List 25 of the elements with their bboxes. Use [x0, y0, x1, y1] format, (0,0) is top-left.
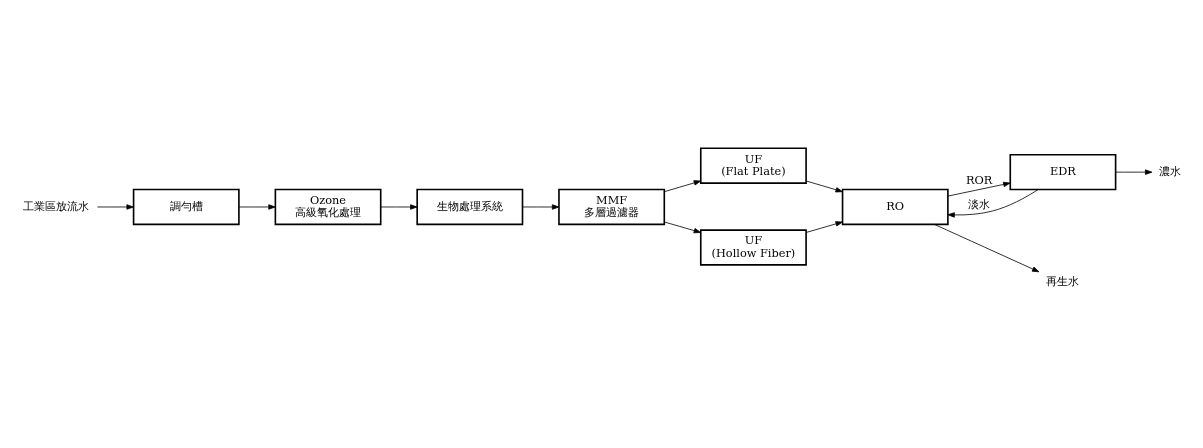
node-text: 工業區放流水 — [22, 198, 89, 213]
edge-label: 淡水 — [968, 196, 991, 211]
arrow — [96, 204, 134, 210]
arrow — [664, 180, 701, 192]
arrow — [522, 204, 560, 210]
arrow — [947, 181, 1011, 197]
node-text: 濃水 — [1159, 164, 1182, 179]
node-box: Ozone 高級氧化處理 — [274, 188, 382, 226]
arrow — [238, 204, 276, 210]
node-box: 生物處理系統 — [416, 188, 524, 226]
node-text: 再生水 — [1046, 274, 1080, 289]
arrow — [380, 204, 418, 210]
node-box: EDR — [1009, 153, 1117, 191]
arrow — [806, 180, 843, 193]
node-box: UF (Flat Plate) — [699, 147, 807, 184]
arrow — [1115, 169, 1153, 175]
node-box: UF (Hollow Fiber) — [699, 229, 807, 266]
node-box: MMF 多層過濾器 — [558, 188, 666, 226]
node-box: 調勻槽 — [132, 188, 240, 226]
arrow — [947, 189, 1039, 218]
arrow — [934, 224, 1040, 273]
arrow — [806, 221, 843, 233]
node-box: RO — [841, 188, 949, 226]
edge-label: ROR — [965, 172, 993, 187]
arrow — [664, 221, 701, 234]
